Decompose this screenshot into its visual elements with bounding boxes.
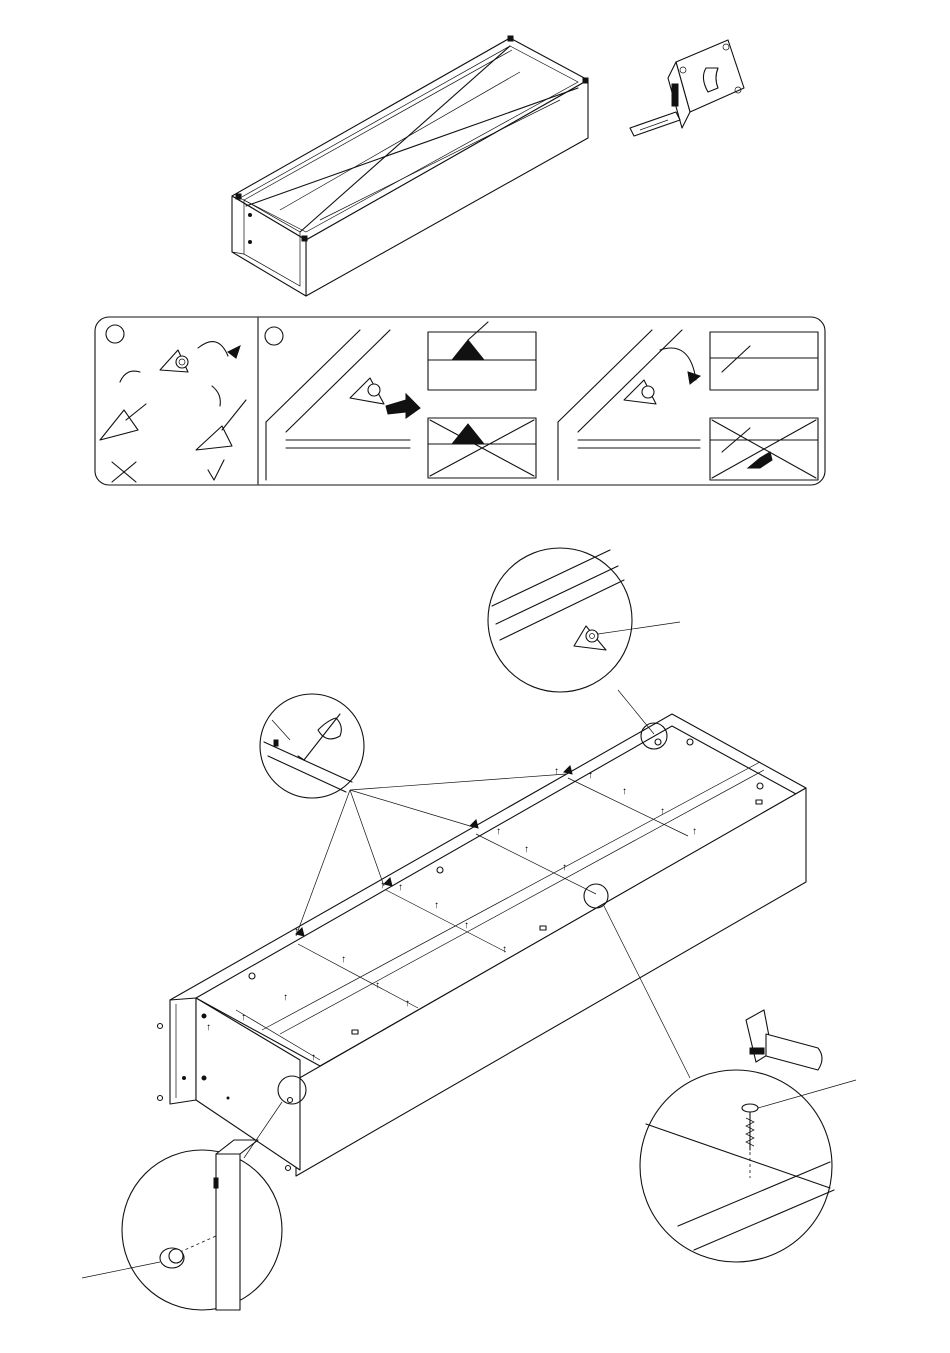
nail: ↑ bbox=[502, 944, 507, 955]
cam-lock-correct-panel bbox=[265, 322, 536, 480]
nail: ↑ bbox=[241, 1012, 246, 1023]
nail: ↑ bbox=[622, 786, 627, 797]
nail: ↑ bbox=[405, 998, 410, 1009]
nail: ↑ bbox=[434, 900, 439, 911]
step-marker-1 bbox=[106, 325, 124, 343]
nail: ↑ bbox=[554, 766, 559, 777]
nail: ↑ bbox=[660, 806, 665, 817]
hammer-icon bbox=[746, 1010, 822, 1070]
nail: ↑ bbox=[283, 992, 288, 1003]
nail: ↑ bbox=[206, 1022, 211, 1033]
carcass-frame-diagram bbox=[232, 36, 588, 296]
nail: ↑ bbox=[562, 862, 567, 873]
nail: ↑ bbox=[311, 1052, 316, 1063]
nail: ↑ bbox=[496, 826, 501, 837]
nail: ↑ bbox=[398, 882, 403, 893]
cam-lock-insert-panel bbox=[100, 325, 246, 482]
nail: ↑ bbox=[588, 770, 593, 781]
nail: ↑ bbox=[692, 826, 697, 837]
nail: ↑ bbox=[524, 844, 529, 855]
nail: ↑ bbox=[464, 920, 469, 931]
screw-rotate-correct-panel bbox=[558, 330, 818, 480]
instruction-strip bbox=[95, 317, 825, 485]
nail: ↑ bbox=[341, 954, 346, 965]
step-marker-2 bbox=[265, 327, 283, 345]
nail: ↑ bbox=[375, 980, 380, 991]
cam-lock-detail bbox=[488, 548, 680, 749]
tape-measure-icon bbox=[630, 40, 744, 136]
